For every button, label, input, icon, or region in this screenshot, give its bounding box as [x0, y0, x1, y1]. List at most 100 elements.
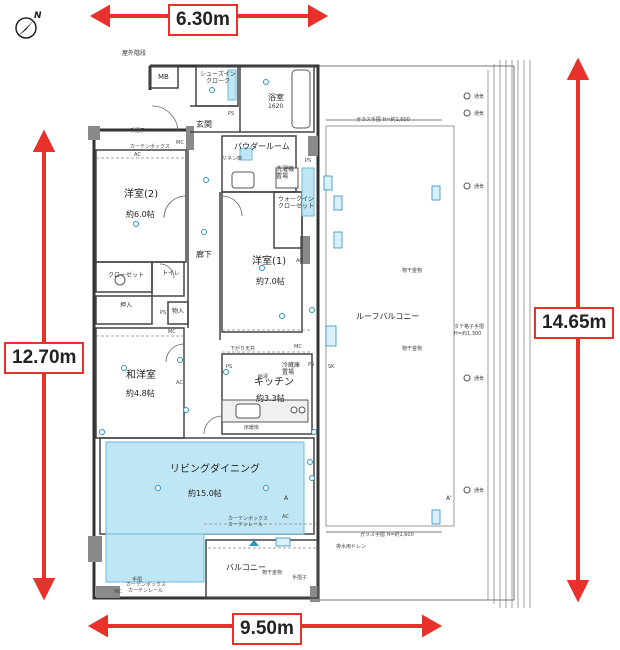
- glass-rail-top-label: ガラス手摺 H=約1,600: [356, 117, 410, 123]
- japanese-room-label: 和洋室: [126, 370, 156, 381]
- bottom-arrow-left: [87, 614, 108, 638]
- living-dining-size: 約15.0帖: [188, 489, 222, 498]
- bottom-arrow-right: [422, 614, 443, 638]
- blue-fixtures: [275, 175, 441, 547]
- vent-markers: [463, 92, 471, 494]
- living-floor-heating-lower: [105, 533, 205, 583]
- balcony-hardware-label: 物干金物: [262, 570, 283, 576]
- kitchen-counter: [221, 399, 309, 423]
- bottom-dimension-label: 9.50m: [232, 613, 302, 645]
- lower-ceiling-label: 下がり天井: [230, 346, 256, 352]
- western-room-2-size: 約6.0帖: [126, 210, 155, 219]
- section-a-label: A: [284, 495, 289, 502]
- right-arrow-bottom: [566, 580, 590, 603]
- storage-label: 物入: [172, 308, 185, 315]
- roof-balcony-area: [317, 65, 515, 601]
- mb-label: MB: [158, 73, 169, 81]
- handrail-label-2: 手摺子: [130, 128, 146, 134]
- ac-label-2: AC: [296, 258, 303, 264]
- kitchen-label: キッチン: [254, 377, 294, 388]
- western-room-1-label: 洋室(1): [252, 256, 287, 267]
- sk-label: SK: [328, 364, 335, 370]
- left-arrow-top: [32, 129, 56, 152]
- linen-label: リネン庫: [222, 156, 243, 162]
- compass-north-letter: N: [34, 11, 42, 21]
- western-room-1-size: 約7.0帖: [256, 277, 285, 286]
- hardware-label-2: 物干金物: [402, 346, 423, 352]
- curtain-box-label-3: カーテンボックス: [126, 582, 166, 588]
- balcony-label: バルコニー: [226, 563, 266, 572]
- interior-partitions: [95, 65, 319, 599]
- sash-hardware-label: 手摺子: [292, 575, 308, 581]
- ac-label-3: AC: [176, 380, 183, 386]
- walkin-label-2: クローゼット: [278, 203, 315, 210]
- ps-label-2: PS: [305, 158, 312, 164]
- living-dining-label: リビングダイニング: [170, 464, 260, 475]
- tap-label: 給湯: [258, 374, 269, 380]
- mc-label-1: MC: [176, 140, 184, 146]
- dashed-lines: [96, 119, 442, 549]
- oshiire-label: 押入: [120, 302, 133, 309]
- bath-fixtures: [114, 69, 311, 286]
- closet-label: クローゼット: [108, 272, 145, 279]
- entrance-label: 玄関: [196, 120, 212, 129]
- left-dimension-label: 12.70m: [4, 342, 85, 374]
- right-arrow-top: [566, 57, 590, 80]
- left-arrow-bottom: [32, 578, 56, 601]
- wall-blocks: [88, 126, 320, 602]
- top-arrow-right: [308, 4, 329, 28]
- ps-label-4: PS: [226, 364, 233, 370]
- shoe-closet-label-2: クローク: [206, 78, 231, 85]
- section-marker: [249, 540, 259, 546]
- shoe-closet-label-1: シューズイン: [200, 71, 236, 78]
- kitchen-size: 約3.3帖: [256, 394, 285, 403]
- ps-label-3: PS: [160, 310, 167, 316]
- door-swings: [151, 105, 243, 435]
- section-a2-label: A': [446, 495, 452, 502]
- powder-room-label: パウダールーム: [234, 142, 290, 151]
- vent-label-5: 通気: [474, 488, 485, 494]
- highlight-fills: [105, 69, 315, 583]
- mc-label-2: MC: [168, 329, 176, 335]
- curtain-box-label-2: カーテンボックス: [228, 516, 268, 522]
- handrail-label: 手摺: [132, 577, 143, 583]
- bath-size-label: 1620: [268, 103, 284, 110]
- curtain-box-label-1: カーテンボックス: [130, 144, 170, 150]
- rail-right-label: タテ格子手摺: [454, 324, 485, 330]
- rail-right-label-2: H=約1,300: [454, 331, 482, 337]
- ac-label-1: AC: [134, 152, 141, 158]
- shoe-rack-label: 床暖房: [244, 425, 260, 431]
- vent-label-1: 通気: [474, 94, 485, 100]
- washer-label-2: 置場: [276, 173, 289, 180]
- top-arrow-left: [89, 4, 110, 28]
- walkin-label-1: ウォークイン: [278, 196, 315, 203]
- compass-icon: [15, 17, 37, 39]
- right-rail-lines: [487, 60, 531, 608]
- bath-label: 浴室: [268, 93, 284, 102]
- ps-label-5: PS: [308, 362, 315, 368]
- fridge-label: 冷蔵庫: [282, 362, 301, 369]
- fridge-label-2: 置場: [282, 369, 295, 376]
- vent-label-3: 通気: [474, 184, 485, 190]
- roof-balcony-label: ルーフバルコニー: [356, 312, 420, 321]
- curtain-rail-label-2: カーテンレール: [128, 588, 164, 594]
- right-dimension-label: 14.65m: [534, 307, 615, 339]
- ps-label-1: PS: [228, 111, 235, 117]
- curtain-rail-label: カーテンレール: [228, 522, 264, 528]
- toilet-label: トイレ: [162, 270, 181, 277]
- vent-label-4: 通気: [474, 376, 485, 382]
- drain-label: 排水用ドレン: [336, 544, 367, 550]
- vent-label-2: 通気: [474, 111, 485, 117]
- top-dimension-label: 6.30m: [168, 4, 238, 36]
- mc-label-3: MC: [294, 344, 302, 350]
- hallway-label: 廊下: [196, 250, 212, 259]
- exterior-stairs-label: 屋外階段: [122, 50, 147, 57]
- western-room-2-label: 洋室(2): [124, 189, 159, 200]
- hardware-label-1: 物干金物: [402, 268, 423, 274]
- japanese-room-size: 約4.8帖: [126, 389, 155, 398]
- ac-label-4: AC: [282, 514, 289, 520]
- mc-label-4: MC: [114, 589, 122, 595]
- glass-rail-bottom-label: ガラス手摺 H=約1,600: [360, 532, 414, 538]
- electrical-outlets: [99, 79, 317, 491]
